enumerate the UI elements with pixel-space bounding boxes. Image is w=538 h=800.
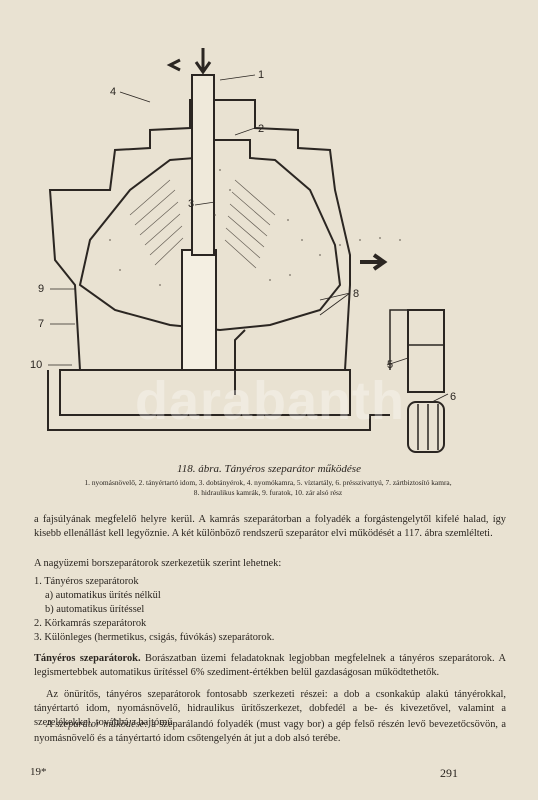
paragraph-1: a fajsúlyának megfelelő helyre kerül. A … <box>34 514 506 539</box>
hydraulic-line <box>235 414 390 431</box>
paragraph-3-text: Borászatban üzemi feladatoknak legjobban… <box>34 653 506 678</box>
outlet-pipe <box>47 370 235 431</box>
label-2: 2 <box>258 123 264 135</box>
label-3: 3 <box>188 198 194 210</box>
paragraph-5: A szeparátor működése: a szeparálandó fo… <box>34 718 506 746</box>
label-7: 7 <box>38 318 44 330</box>
caption-line-2: 8. hidraulikus kamrák, 9. furatok, 10. z… <box>193 487 343 497</box>
shaft <box>181 249 217 371</box>
signature-mark: 19* <box>30 766 47 778</box>
label-5: 5 <box>387 359 393 371</box>
label-6: 6 <box>450 391 456 403</box>
figure-caption-legend: 1. nyomásnövelő, 2. tányértartó idom, 3.… <box>32 478 504 497</box>
label-1: 1 <box>258 69 264 81</box>
paragraph-4: Az önürítős, tányéros szeparátorok fonto… <box>34 689 506 728</box>
paragraph-5-text: a szeparálandó folyadék (must vagy bor) … <box>34 719 506 744</box>
page-number: 291 <box>440 766 458 780</box>
outflow-arrow <box>360 253 388 271</box>
separator-type-list: 1. Tányéros szeparátorok a) automatikus … <box>34 575 506 645</box>
paragraph-3: Tányéros szeparátorok. Borászatban üzemi… <box>34 652 506 680</box>
feed-pipe <box>191 74 215 256</box>
list-item: a) automatikus ürítés nélkül <box>45 590 161 601</box>
list-item: b) automatikus ürítéssel <box>45 604 145 615</box>
section-heading: Tányéros szeparátorok. <box>34 653 141 664</box>
paragraph-2: A nagyüzemi borszeparátorok szerkezetük … <box>34 558 282 569</box>
label-9: 9 <box>38 283 44 295</box>
label-10: 10 <box>30 359 42 371</box>
return-line <box>234 329 246 395</box>
water-tank <box>407 309 445 393</box>
figure-caption-title: 118. ábra. Tányéros szeparátor működése <box>177 463 361 475</box>
base <box>59 369 351 416</box>
label-4: 4 <box>110 86 116 98</box>
label-8: 8 <box>353 288 359 300</box>
list-item: 2. Körkamrás szeparátorok <box>34 618 147 629</box>
inlet-arrow <box>194 48 212 75</box>
separator-diagram: 1 2 3 4 5 6 7 8 9 10 <box>30 48 456 453</box>
press-pump <box>407 401 445 453</box>
list-item: 1. Tányéros szeparátorok <box>34 576 139 587</box>
list-item: 3. Különleges (hermetikus, csigás, fúvók… <box>34 632 275 643</box>
italic-lead: A szeparátor működése: <box>46 719 148 730</box>
caption-line-1: 1. nyomásnövelő, 2. tányértartó idom, 3.… <box>84 478 452 487</box>
